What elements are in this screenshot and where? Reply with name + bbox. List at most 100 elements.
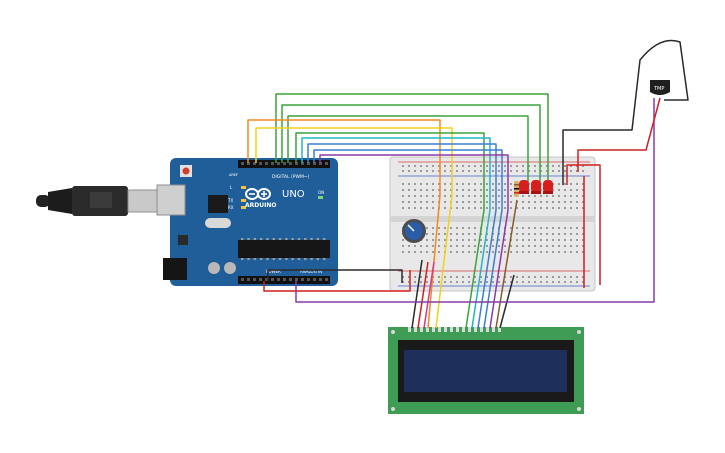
wire-brown-lcd[interactable] (495, 199, 518, 329)
wire-yellow[interactable] (255, 127, 453, 195)
wire-orange-lcd[interactable] (427, 194, 441, 329)
header-pin (295, 162, 298, 165)
breadboard-hole (480, 201, 482, 203)
wire-purple-sensor[interactable] (295, 98, 655, 303)
breadboard-hole (450, 233, 452, 235)
breadboard-hole (558, 251, 560, 253)
wire-red-5v[interactable] (263, 270, 411, 292)
breadboard-hole (552, 276, 554, 278)
breadboard-hole (408, 195, 410, 197)
breadboard-hole (582, 245, 584, 247)
breadboard-hole (582, 195, 584, 197)
breadboard-hole (492, 207, 494, 209)
wire-blue-lcd-2[interactable] (483, 209, 503, 329)
wire-green-lcd[interactable] (465, 209, 485, 329)
wire-blue-2[interactable] (313, 149, 503, 210)
breadboard-hole (546, 170, 548, 172)
breadboard-hole (498, 170, 500, 172)
led-red-1[interactable] (519, 180, 529, 194)
breadboard-hole (468, 245, 470, 247)
breadboard-hole (438, 195, 440, 197)
led-red-2[interactable] (531, 180, 541, 194)
breadboard-hole (558, 276, 560, 278)
breadboard-hole (546, 245, 548, 247)
breadboard-hole (516, 276, 518, 278)
breadboard-hole (408, 183, 410, 185)
led-group (514, 180, 553, 197)
wire-cyan-lcd[interactable] (471, 209, 491, 329)
wire-black-lcd-gnd[interactable] (411, 259, 423, 329)
breadboard-hole (564, 233, 566, 235)
breadboard-hole (564, 165, 566, 167)
breadboard-hole (468, 195, 470, 197)
breadboard-hole (576, 239, 578, 241)
breadboard-hole (432, 170, 434, 172)
breadboard-hole (408, 251, 410, 253)
header-pin (301, 162, 304, 165)
header-pin (277, 278, 280, 281)
breadboard-hole (558, 189, 560, 191)
breadboard-hole (474, 183, 476, 185)
breadboard-hole (534, 251, 536, 253)
breadboard-hole (582, 276, 584, 278)
wire-red-sensor[interactable] (577, 97, 661, 172)
wire-purple-lcd[interactable] (489, 209, 509, 329)
wire-red-rail[interactable] (566, 164, 601, 285)
breadboard-hole (510, 170, 512, 172)
potentiometer[interactable] (402, 219, 426, 243)
wire-black-gnd[interactable] (267, 269, 403, 283)
wire-blue-1[interactable] (307, 143, 497, 210)
breadboard-hole (492, 170, 494, 172)
breadboard-hole (414, 165, 416, 167)
breadboard-hole (504, 251, 506, 253)
wire-green-2[interactable] (281, 104, 541, 185)
breadboard-hole (408, 281, 410, 283)
usb-cable-tail (36, 195, 50, 207)
breadboard-hole (564, 170, 566, 172)
arduino-pcb (170, 158, 338, 286)
breadboard-hole (576, 276, 578, 278)
wire-cyan[interactable] (301, 137, 491, 210)
breadboard-hole (510, 183, 512, 185)
breadboard-hole (498, 165, 500, 167)
lcd-screen (404, 350, 567, 392)
breadboard-hole (552, 227, 554, 229)
wire-yellow-lcd[interactable] (435, 194, 453, 329)
wire-green-4[interactable] (295, 132, 485, 210)
wire-orange[interactable] (247, 119, 441, 195)
breadboard-hole (462, 183, 464, 185)
breadboard-hole (468, 165, 470, 167)
breadboard-hole (486, 239, 488, 241)
breadboard-hole (552, 251, 554, 253)
wire-blue-lcd-1[interactable] (477, 209, 497, 329)
breadboard-hole (474, 251, 476, 253)
breadboard-hole (462, 251, 464, 253)
chip-pin (285, 258, 288, 260)
breadboard-hole (474, 239, 476, 241)
breadboard-hole (474, 281, 476, 283)
tmp-sensor[interactable]: TMP (650, 80, 670, 95)
breadboard-hole (444, 207, 446, 209)
led-red-3[interactable] (543, 180, 553, 194)
wires (247, 39, 689, 329)
wire-red-lcd-vcc[interactable] (417, 261, 429, 329)
analog-label: ANALOG IN (300, 269, 322, 274)
header-pin (313, 278, 316, 281)
breadboard-hole (486, 183, 488, 185)
breadboard-hole (552, 165, 554, 167)
wire-green-3[interactable] (287, 115, 529, 185)
breadboard-hole (480, 245, 482, 247)
wire-black-sensor[interactable] (562, 39, 689, 185)
lcd-pin (432, 327, 435, 332)
wire-pink-lcd[interactable] (423, 261, 435, 329)
breadboard-hole (402, 201, 404, 203)
breadboard-hole (564, 195, 566, 197)
breadboard-center-channel (390, 216, 595, 222)
arduino-uno-board: DIGITAL (PWM~) AREF L TX RX ON ARDUINO U… (156, 158, 338, 286)
wire-purple-1[interactable] (319, 154, 509, 210)
breadboard-hole (582, 239, 584, 241)
breadboard-hole (522, 239, 524, 241)
header-pin (295, 278, 298, 281)
breadboard-hole (444, 276, 446, 278)
chip-pin (272, 238, 275, 240)
